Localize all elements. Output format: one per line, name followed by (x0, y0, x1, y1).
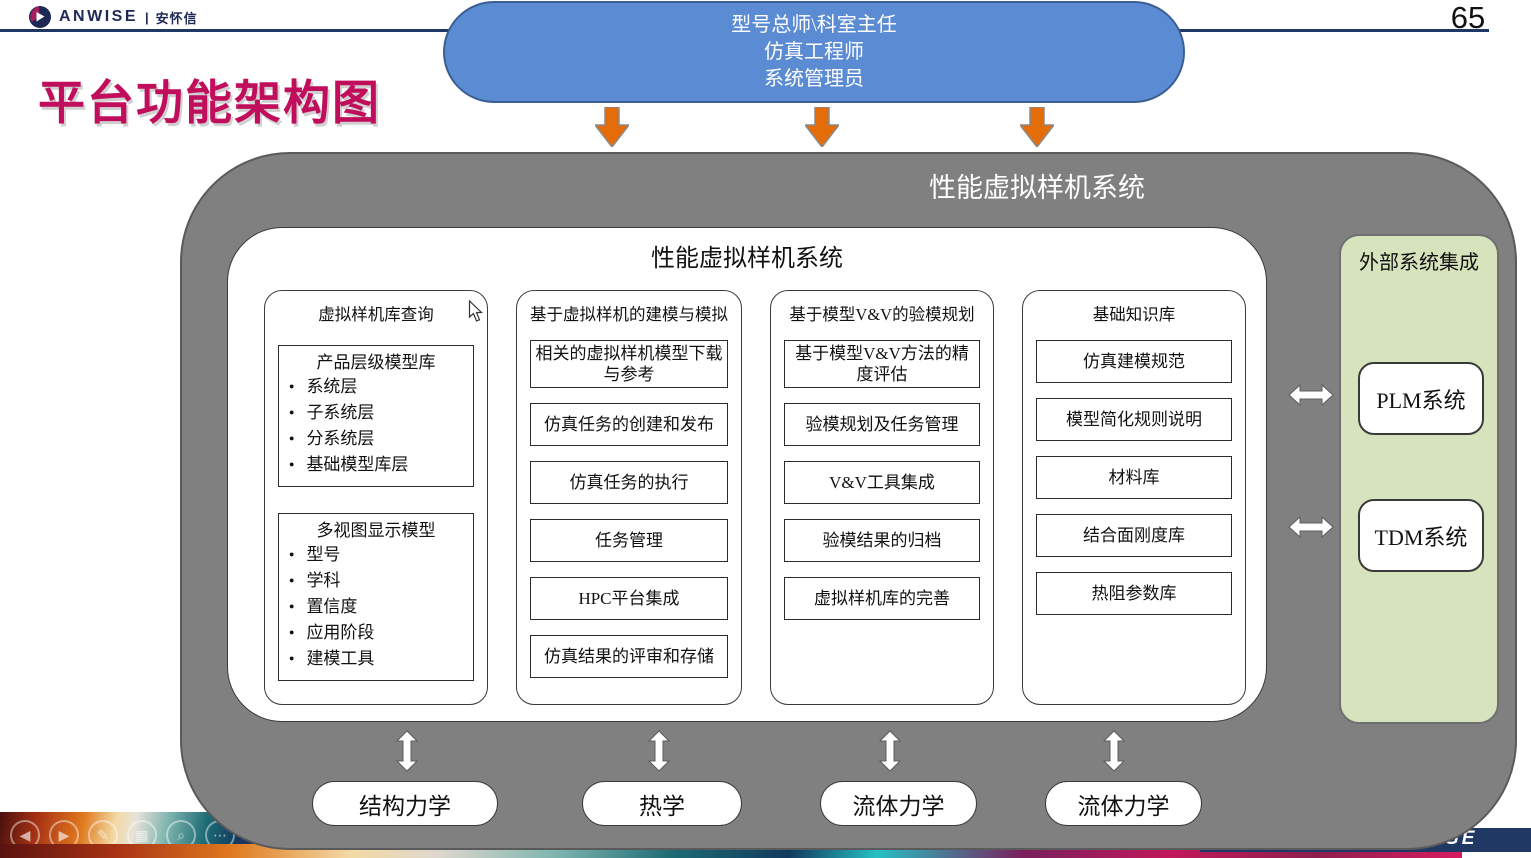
function-columns: 虚拟样机库查询产品层级模型库 ● 系统层 ● 子系统层 ● 分系统层 ● 基础模型库层多视图显示… (264, 290, 1246, 705)
function-box: V&V工具集成 (784, 461, 980, 504)
function-box: 结合面刚度库 (1036, 514, 1232, 557)
bullet-item: ● 系统层 (285, 375, 467, 401)
discipline-box: 流体力学 (1045, 781, 1202, 826)
bullet-text: 置信度 (306, 597, 358, 616)
function-box: 任务管理 (530, 519, 728, 562)
system-inner-title: 性能虚拟样机系统 (651, 246, 843, 272)
bullet-text: 学科 (306, 571, 341, 590)
function-box: 仿真建模规范 (1036, 340, 1232, 383)
function-box: 仿真任务的创建和发布 (530, 403, 728, 446)
bullet-text: 分系统层 (306, 429, 375, 448)
anwise-logo-icon (29, 6, 51, 28)
down-arrow-icon (595, 107, 629, 147)
external-panel-title: 外部系统集成 (1359, 252, 1479, 274)
bullet-dot-icon: ● (289, 381, 295, 391)
function-column: 基础知识库仿真建模规范模型简化规则说明材料库结合面刚度库热阻参数库 (1022, 290, 1246, 705)
down-arrow-icon (1020, 107, 1054, 147)
role-line: 系统管理员 (764, 67, 864, 90)
function-box: 仿真任务的执行 (530, 461, 728, 504)
function-box: 热阻参数库 (1036, 572, 1232, 615)
bullet-dot-icon: ● (289, 407, 295, 417)
bullet-item: ● 建模工具 (285, 647, 467, 673)
external-system-box: TDM系统 (1358, 499, 1484, 572)
roles-bubble: 型号总师\科室主任仿真工程师系统管理员 (443, 1, 1185, 103)
bullet-item: ● 置信度 (285, 595, 467, 621)
bullet-text: 系统层 (306, 377, 358, 396)
column-header: 基础知识库 (1092, 305, 1176, 324)
function-box: 虚拟样机库的完善 (784, 577, 980, 620)
discipline-box: 热学 (582, 781, 742, 826)
bullet-dot-icon: ● (289, 549, 295, 559)
logo-brand-text: ANWISE (59, 8, 138, 25)
group-title: 多视图显示模型 (316, 521, 436, 540)
system-inner-panel: 性能虚拟样机系统 虚拟样机库查询产品层级模型库 ● 系统层 ● 子系统层 ● 分系统层 ● 基础… (227, 227, 1267, 722)
bullet-dot-icon: ● (289, 653, 295, 663)
bullet-text: 子系统层 (306, 403, 375, 422)
bullet-text: 应用阶段 (306, 623, 375, 642)
function-box: 模型简化规则说明 (1036, 398, 1232, 441)
roles-bubble-lines: 型号总师\科室主任仿真工程师系统管理员 (731, 12, 897, 93)
bullet-group: 产品层级模型库 ● 系统层 ● 子系统层 ● 分系统层 ● 基础模型库层 (278, 345, 474, 487)
bullet-dot-icon: ● (289, 433, 295, 443)
bullet-text: 型号 (306, 545, 341, 564)
function-box: 材料库 (1036, 456, 1232, 499)
function-column: 基于虚拟样机的建模与模拟相关的虚拟样机模型下载与参考仿真任务的创建和发布仿真任务… (516, 290, 742, 705)
system-outer-title: 性能虚拟样机系统 (929, 173, 1145, 203)
left-right-arrow-icon (1288, 515, 1334, 539)
up-down-arrow-icon (878, 730, 902, 772)
function-box: 验模结果的归档 (784, 519, 980, 562)
bullet-item: ● 基础模型库层 (285, 453, 467, 479)
bullet-item: ● 学科 (285, 569, 467, 595)
external-systems-panel: 外部系统集成 PLM系统 TDM系统 (1339, 234, 1499, 724)
bullet-text: 建模工具 (306, 649, 375, 668)
up-down-arrow-icon (647, 730, 671, 772)
bullet-dot-icon: ● (289, 575, 295, 585)
group-title: 产品层级模型库 (316, 353, 436, 372)
function-column: 基于模型V&V的验模规划基于模型V&V方法的精度评估验模规划及任务管理 V&V工具… (770, 290, 994, 705)
logo-cn-text: 安怀信 (155, 10, 198, 26)
down-arrow-icon (805, 107, 839, 147)
function-box: HPC平台集成 (530, 577, 728, 620)
bullet-dot-icon: ● (289, 627, 295, 637)
function-box: 相关的虚拟样机模型下载与参考 (530, 340, 728, 388)
bullet-item: ● 应用阶段 (285, 621, 467, 647)
external-system-box: PLM系统 (1358, 362, 1484, 435)
bullet-group: 多视图显示模型 ● 型号 ● 学科 ● 置信度 ● 应用阶段 ● 建模工具 (278, 513, 474, 681)
bullet-text: 基础模型库层 (306, 455, 409, 474)
logo-divider: | (145, 9, 149, 25)
function-column: 虚拟样机库查询产品层级模型库 ● 系统层 ● 子系统层 ● 分系统层 ● 基础模型库层多视图显示… (264, 290, 488, 705)
role-line: 型号总师\科室主任 (731, 13, 897, 36)
bullet-item: ● 分系统层 (285, 427, 467, 453)
column-header: 基于模型V&V的验模规划 (789, 305, 975, 324)
mouse-cursor-icon (468, 300, 483, 322)
function-box: 仿真结果的评审和存储 (530, 635, 728, 678)
discipline-box: 流体力学 (820, 781, 977, 826)
bullet-dot-icon: ● (289, 601, 295, 611)
left-right-arrow-icon (1288, 383, 1334, 407)
up-down-arrow-icon (395, 730, 419, 772)
bullet-dot-icon: ● (289, 459, 295, 469)
bullet-item: ● 子系统层 (285, 401, 467, 427)
role-line: 仿真工程师 (764, 40, 864, 63)
column-header: 虚拟样机库查询 (318, 305, 434, 324)
up-down-arrow-icon (1102, 730, 1126, 772)
function-box: 基于模型V&V方法的精度评估 (784, 340, 980, 388)
anwise-logo: ANWISE | 安怀信 (28, 5, 198, 29)
system-container: 性能虚拟样机系统 性能虚拟样机系统 虚拟样机库查询产品层级模型库 ● 系统层 ● 子系统… (180, 152, 1517, 850)
bullet-item: ● 型号 (285, 543, 467, 569)
discipline-box: 结构力学 (312, 781, 498, 826)
function-box: 验模规划及任务管理 (784, 403, 980, 446)
column-header: 基于虚拟样机的建模与模拟 (530, 305, 728, 324)
slide-title: 平台功能架构图 (38, 76, 381, 129)
page-number: 65 (1450, 0, 1486, 35)
